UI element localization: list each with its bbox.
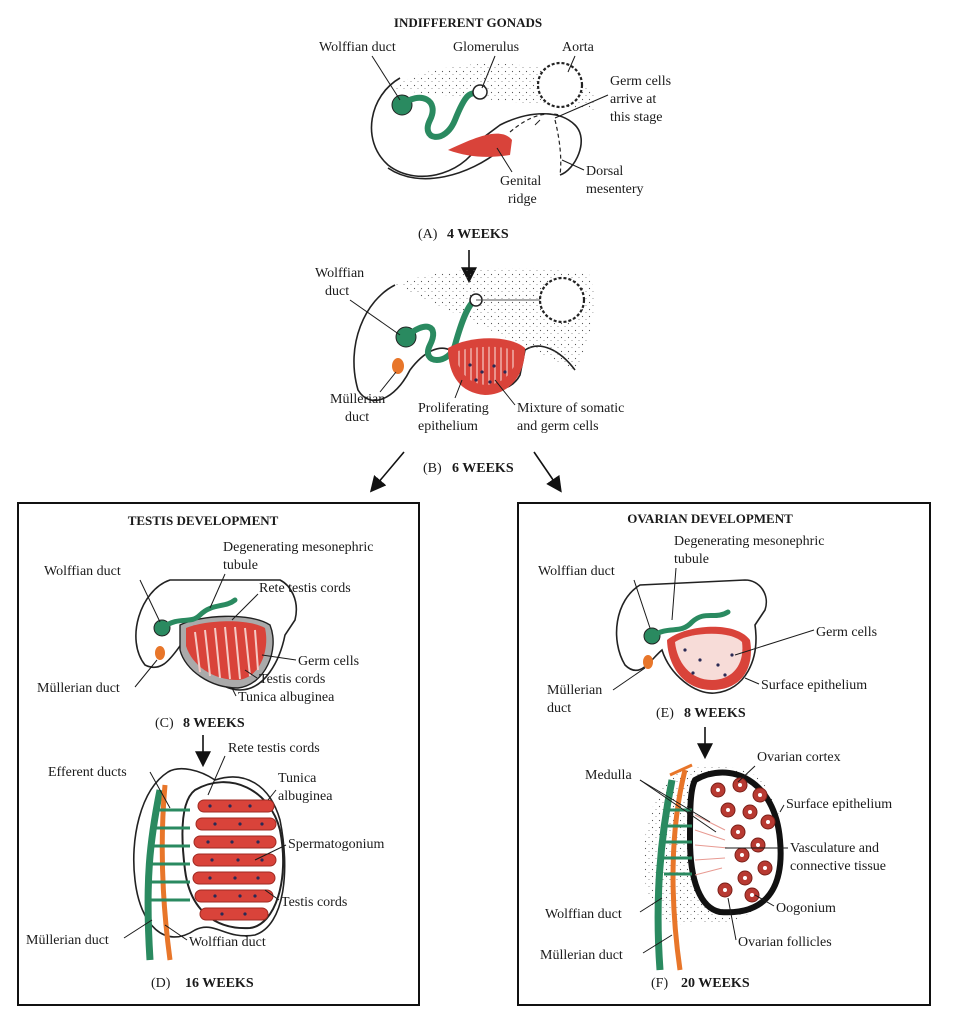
label-a-dorsal-mesentery-2: mesentery (586, 182, 644, 197)
label-e-degenerating-1: Degenerating mesonephric (674, 534, 824, 549)
label-f-oogonium: Oogonium (776, 901, 836, 916)
label-f-ovarian-cortex: Ovarian cortex (757, 750, 841, 765)
label-e-mullerian-1: Müllerian (547, 683, 602, 698)
label-e-surface-epithelium: Surface epithelium (761, 678, 867, 693)
label-a-genital-ridge-2: ridge (508, 192, 537, 207)
label-d-rete-testis: Rete testis cords (228, 741, 320, 756)
label-b-mullerian-1: Müllerian (330, 392, 385, 407)
label-f-vasculature-1: Vasculature and (790, 841, 879, 856)
label-c-mullerian: Müllerian duct (37, 681, 120, 696)
panel-c: Wolffian duct Degenerating mesonephric t… (37, 540, 373, 731)
caption-b-age: 6 WEEKS (452, 461, 514, 476)
label-a-aorta: Aorta (562, 40, 595, 55)
panel-a: INDIFFERENT GONADS Wolffian duct Glomeru… (319, 15, 671, 242)
caption-e-age: 8 WEEKS (684, 706, 746, 721)
ovarian-development-box (517, 502, 931, 1006)
label-a-glomerulus: Glomerulus (453, 40, 519, 55)
label-f-surface-epithelium: Surface epithelium (786, 797, 892, 812)
b-aorta-shape (538, 276, 586, 324)
f-mullerian-duct-shape (670, 769, 688, 971)
label-f-mullerian: Müllerian duct (540, 948, 623, 963)
label-b-proliferating-2: epithelium (418, 419, 478, 434)
panel-f: Ovarian cortex Medulla Surface epitheliu… (540, 750, 892, 991)
panel-b: Wolffian duct Müllerian duct Proliferati… (315, 266, 624, 476)
c-mullerian-duct-shape (155, 646, 165, 660)
label-c-testis-cords: Testis cords (259, 672, 325, 687)
panel-e: Degenerating mesonephric tubule Wolffian… (538, 534, 877, 721)
e-mullerian-duct-shape (643, 655, 653, 669)
label-a-wolffian-duct: Wolffian duct (319, 40, 396, 55)
caption-d-age: 16 WEEKS (185, 976, 254, 991)
label-d-mullerian: Müllerian duct (26, 933, 109, 948)
label-a-germ-cells-3: this stage (610, 110, 663, 125)
b-germ-cell-dots (468, 363, 507, 384)
testis-development-title: TESTIS DEVELOPMENT (128, 513, 279, 528)
label-d-wolffian: Wolffian duct (189, 935, 266, 950)
label-c-rete-testis: Rete testis cords (259, 581, 351, 596)
label-b-mixture-2: and germ cells (517, 419, 599, 434)
label-c-tunica-albuginea: Tunica albuginea (238, 690, 335, 705)
panel-e-drawing (615, 579, 767, 694)
label-e-mullerian-2: duct (547, 701, 571, 716)
testis-development-box (17, 502, 420, 1006)
label-c-degenerating-1: Degenerating mesonephric (223, 540, 373, 555)
caption-b-letter: (B) (423, 461, 442, 476)
caption-f-age: 20 WEEKS (681, 976, 750, 991)
label-a-genital-ridge-1: Genital (500, 174, 541, 189)
d-efferent-ducts-shapes (150, 808, 190, 902)
panel-a-drawing (370, 61, 596, 180)
genital-ridge-shape (448, 133, 512, 157)
title-indifferent-gonads: INDIFFERENT GONADS (394, 15, 542, 30)
label-a-dorsal-mesentery-1: Dorsal (586, 164, 623, 179)
label-b-wolffian-1: Wolffian (315, 266, 364, 281)
panel-d: Rete testis cords Efferent ducts Tunica … (26, 741, 385, 991)
label-b-proliferating-1: Proliferating (418, 401, 489, 416)
caption-a-age: 4 WEEKS (447, 227, 509, 242)
panel-d-drawing (132, 768, 286, 961)
label-e-degenerating-2: tubule (674, 552, 709, 567)
label-c-degenerating-2: tubule (223, 558, 258, 573)
label-f-vasculature-2: connective tissue (790, 859, 886, 874)
label-d-tunica-2: albuginea (278, 789, 333, 804)
f-wolffian-duct-shape (654, 779, 676, 971)
label-d-efferent-ducts: Efferent ducts (48, 765, 127, 780)
label-f-ovarian-follicles: Ovarian follicles (738, 935, 832, 950)
label-a-germ-cells-1: Germ cells (610, 74, 671, 89)
d-wolffian-duct-shape (144, 789, 164, 961)
label-b-wolffian-2: duct (325, 284, 349, 299)
ovarian-development-title: OVARIAN DEVELOPMENT (627, 511, 793, 526)
label-a-germ-cells-2: arrive at (610, 92, 656, 107)
label-c-wolffian: Wolffian duct (44, 564, 121, 579)
mesonephric-tubule-shape (399, 90, 483, 140)
f-medulla-vasculature (694, 814, 729, 876)
panel-b-drawing (353, 267, 595, 402)
label-f-medulla: Medulla (585, 768, 632, 783)
label-e-germ-cells: Germ cells (816, 625, 877, 640)
f-ovarian-cortex-shape (686, 769, 784, 916)
caption-f-letter: (F) (651, 976, 668, 991)
b-mullerian-duct-shape (392, 358, 404, 374)
label-d-tunica-1: Tunica (278, 771, 317, 786)
caption-e-letter: (E) (656, 706, 674, 721)
arrow-b-to-testis (369, 451, 405, 493)
glomerulus-shape (472, 84, 488, 100)
d-mullerian-duct-shape (159, 784, 173, 961)
label-b-mullerian-2: duct (345, 410, 369, 425)
arrow-b-to-ovary (533, 451, 562, 493)
label-f-wolffian: Wolffian duct (545, 907, 622, 922)
label-b-mixture-1: Mixture of somatic (517, 401, 624, 416)
d-testis-cords-shapes (192, 799, 277, 921)
panel-f-drawing (643, 763, 784, 971)
caption-c-age: 8 WEEKS (183, 716, 245, 731)
aorta-shape (536, 61, 584, 109)
label-c-germ-cells: Germ cells (298, 654, 359, 669)
label-d-testis-cords: Testis cords (281, 895, 347, 910)
label-e-wolffian: Wolffian duct (538, 564, 615, 579)
label-d-spermatogonium: Spermatogonium (288, 837, 385, 852)
caption-d-letter: (D) (151, 976, 171, 991)
caption-a-letter: (A) (418, 227, 438, 242)
caption-c-letter: (C) (155, 716, 174, 731)
panel-c-drawing (135, 579, 298, 691)
